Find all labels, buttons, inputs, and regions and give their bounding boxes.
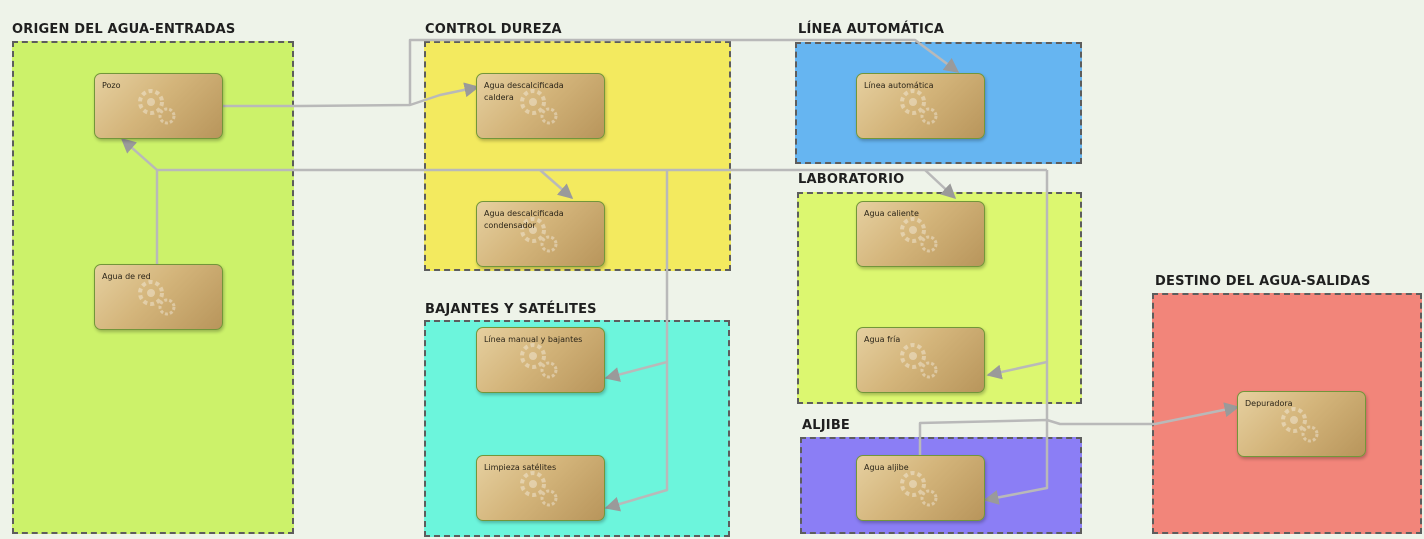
node-linea-manual-label: Línea manual y bajantes: [484, 335, 583, 344]
node-descal-condensador-label: Agua descalcificada condensador: [484, 209, 564, 230]
node-agua-aljibe[interactable]: Agua aljibe: [856, 455, 985, 521]
node-limpieza-satelites[interactable]: Limpieza satélites: [476, 455, 605, 521]
gear-icon: [138, 89, 176, 125]
gear-icon: [520, 217, 558, 253]
node-depuradora[interactable]: Depuradora: [1237, 391, 1366, 457]
node-limpieza-satelites-label: Limpieza satélites: [484, 463, 557, 472]
node-agua-fria-label: Agua fría: [864, 335, 901, 344]
node-agua-caliente-label: Agua caliente: [864, 209, 919, 218]
node-descal-caldera[interactable]: Agua descalcificada caldera: [476, 73, 605, 139]
node-agua-red[interactable]: Agua de red: [94, 264, 223, 330]
gear-icon: [1281, 407, 1319, 443]
group-title-lab: LABORATORIO: [798, 172, 905, 187]
group-title-origin: ORIGEN DEL AGUA-ENTRADAS: [12, 22, 236, 37]
gear-icon: [520, 471, 558, 507]
gear-icon: [900, 343, 938, 379]
group-title-destination: DESTINO DEL AGUA-SALIDAS: [1155, 274, 1371, 289]
node-pozo[interactable]: Pozo: [94, 73, 223, 139]
node-agua-fria[interactable]: Agua fría: [856, 327, 985, 393]
group-title-auto-line: LÍNEA AUTOMÁTICA: [798, 22, 945, 37]
group-title-hardness: CONTROL DUREZA: [425, 22, 562, 37]
node-descal-condensador[interactable]: Agua descalcificada condensador: [476, 201, 605, 267]
gear-icon: [520, 343, 558, 379]
node-linea-automatica[interactable]: Línea automática: [856, 73, 985, 139]
node-linea-manual[interactable]: Línea manual y bajantes: [476, 327, 605, 393]
node-descal-caldera-label: Agua descalcificada caldera: [484, 81, 564, 102]
group-title-cistern: ALJIBE: [802, 418, 851, 433]
node-linea-automatica-label: Línea automática: [864, 81, 934, 90]
gear-icon: [900, 89, 938, 125]
node-agua-caliente[interactable]: Agua caliente: [856, 201, 985, 267]
node-pozo-label: Pozo: [102, 81, 121, 90]
node-depuradora-label: Depuradora: [1245, 399, 1293, 408]
group-title-downpipes: BAJANTES Y SATÉLITES: [425, 302, 597, 317]
gear-icon: [900, 217, 938, 253]
gear-icon: [138, 280, 176, 316]
node-agua-red-label: Agua de red: [102, 272, 151, 281]
gear-icon: [520, 89, 558, 125]
gear-icon: [900, 471, 938, 507]
node-agua-aljibe-label: Agua aljibe: [864, 463, 909, 472]
